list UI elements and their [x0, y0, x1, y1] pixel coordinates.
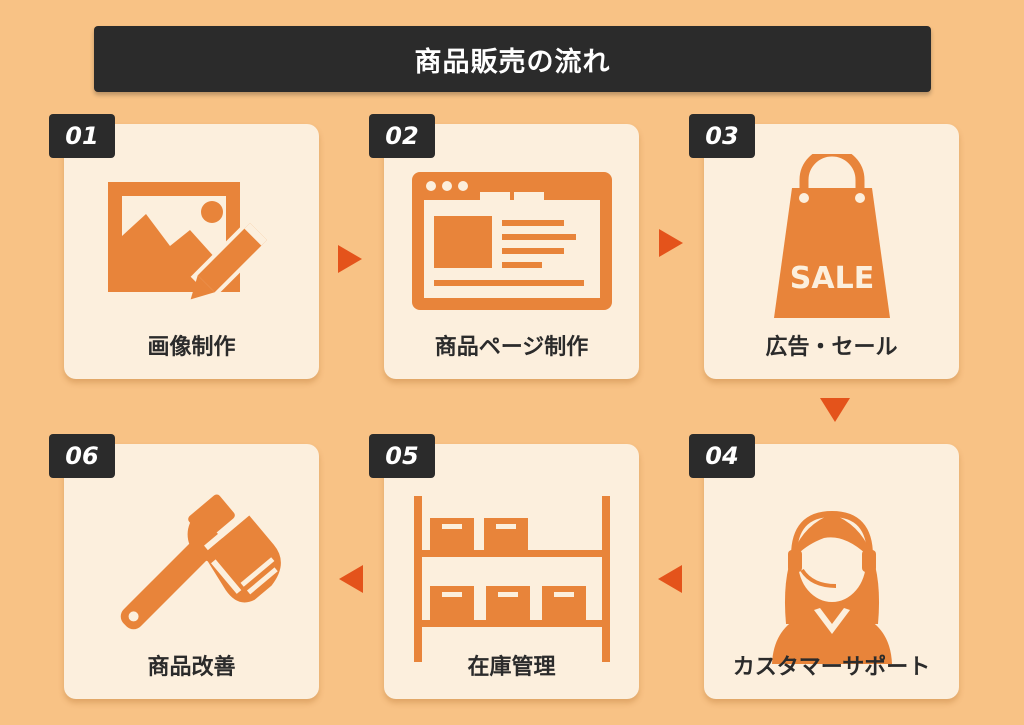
step-number-badge: 06 — [49, 434, 115, 478]
image-edit-icon — [64, 154, 319, 344]
step-number-badge: 03 — [689, 114, 755, 158]
page-title: 商品販売の流れ — [414, 46, 611, 78]
arrow-left-icon — [658, 565, 682, 593]
inventory-shelf-icon — [384, 474, 639, 664]
step-number-badge: 05 — [369, 434, 435, 478]
sale-text: SALE — [790, 261, 874, 296]
step-label: カスタマーサポート — [732, 655, 931, 680]
step-card-06: 06 商品改善 — [49, 434, 319, 699]
sale-bag-icon: SALE — [704, 147, 959, 344]
step-card-04: 04 カスタマーサポート — [689, 434, 959, 699]
arrow-right-icon — [338, 245, 362, 273]
wrench-hand-icon — [64, 474, 319, 664]
step-card-02: 02 商品ページ制作 — [369, 114, 639, 379]
step-label: 画像制作 — [147, 335, 236, 360]
title-bar: 商品販売の流れ — [94, 26, 931, 92]
arrow-down-icon — [820, 398, 850, 422]
webpage-icon — [384, 154, 639, 344]
step-number-badge: 02 — [369, 114, 435, 158]
support-operator-icon — [704, 474, 959, 664]
step-label: 商品ページ制作 — [434, 335, 589, 360]
arrow-right-icon — [659, 229, 683, 257]
step-label: 商品改善 — [147, 655, 236, 680]
step-label: 広告・セール — [765, 335, 898, 360]
step-number-badge: 04 — [689, 434, 755, 478]
step-card-01: 01 画像制作 — [49, 114, 319, 379]
step-label: 在庫管理 — [467, 655, 556, 680]
step-number-badge: 01 — [49, 114, 115, 158]
arrow-left-icon — [339, 565, 363, 593]
step-card-05: 05 在庫管理 — [369, 434, 639, 699]
step-card-03: 03 SALE 広告・セール — [689, 114, 959, 379]
